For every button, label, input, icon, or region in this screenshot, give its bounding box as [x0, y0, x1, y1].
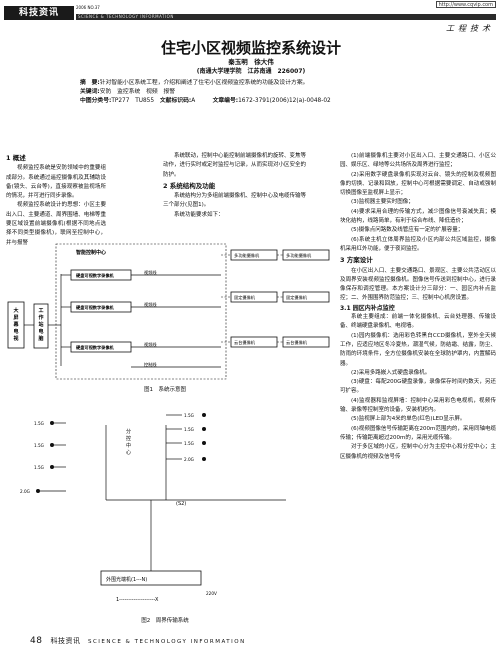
- big-screen-char-4: 视: [13, 335, 18, 342]
- left-node-dot: [50, 421, 54, 425]
- column-2: 系统联动，控制中心能控制前端摄像机的旋转、变焦等动作，进行实时或定时监控与记录，…: [163, 153, 307, 218]
- section-heading-3: 3 方案设计: [340, 256, 373, 265]
- right-node-label: 2.0G: [184, 457, 194, 462]
- left-node-label: 2.0G: [20, 489, 30, 494]
- outer-terminal-label: 外围光端机(1---N): [106, 576, 147, 583]
- section-heading-1: 1 概述: [6, 154, 26, 162]
- ws-char-4: 脑: [38, 335, 43, 342]
- left-node-label: 1.5G: [34, 465, 44, 470]
- left-nodes: 1.5G 1.5G 1.5G 2.0G: [20, 421, 66, 494]
- link-label: 视频线: [144, 341, 157, 348]
- footer-journal: 科技资讯: [50, 637, 81, 645]
- right-node-dot: [202, 427, 206, 431]
- cameras: 多功能摄像机多功能摄像机固定摄像机固定摄像机云台摄像机云台摄像机: [221, 249, 330, 348]
- camera-label: 云台摄像机: [234, 339, 256, 346]
- right-node-dot: [202, 413, 206, 417]
- workstation-pc: [33, 303, 49, 349]
- column-1: 1 概述 视频监控系统是安防领域中的重要组成部分。系统通过遥控摄像机及其辅助设备…: [6, 154, 106, 246]
- footer-journal-en: SCIENCE & TECHNOLOGY INFORMATION: [87, 639, 246, 645]
- big-screen-char-3: 电: [13, 328, 18, 335]
- sub-center-label: 分控中心: [126, 428, 131, 456]
- figure-2-caption: 图2 周界传输系统: [141, 618, 189, 624]
- source-url-stamp: http://www.cqvip.com: [435, 1, 496, 8]
- workstation-label: 工作站电脑: [38, 308, 43, 342]
- right-node-label: 1.5G: [184, 413, 194, 418]
- abstract-block: 摘 要:针对智能小区系统工程，介绍和阐述了住宅小区视频监控系统的功能及设计方案。…: [80, 80, 331, 104]
- voltage-label: 220V: [206, 591, 217, 596]
- recorder-label: 硬盘可视数字录像机: [76, 272, 115, 279]
- article-title: 住宅小区视频监控系统设计: [160, 39, 341, 57]
- link-label: 控制线: [144, 361, 157, 368]
- ws-char-1: 作: [38, 314, 43, 321]
- sc-char-1: 控: [126, 435, 131, 442]
- big-screen-char-1: 屏: [12, 314, 18, 321]
- article-affiliation: (南通大学理学院 江苏南通 226007): [196, 68, 306, 75]
- page-footer: 48 科技资讯 SCIENCE & TECHNOLOGY INFORMATION: [30, 636, 246, 646]
- link-label: 视频线: [144, 301, 157, 308]
- issue-number: 2006 NO.37: [76, 5, 100, 10]
- control-center-label: 智能控制中心: [76, 249, 106, 256]
- ws-char-0: 工: [38, 308, 43, 314]
- s2-label: (S2): [176, 501, 186, 507]
- figure-1-caption: 图1 系统示意图: [144, 387, 186, 393]
- camera-label: 固定摄像机: [286, 294, 308, 301]
- link-label: 视频线: [144, 269, 157, 276]
- sc-char-2: 中: [126, 442, 131, 449]
- column-name: 工程技术: [446, 24, 494, 33]
- ws-char-2: 站: [38, 321, 43, 328]
- recorder-label: 硬盘可视数字录像机: [76, 344, 115, 351]
- journal-logo: 科技资讯: [4, 6, 74, 20]
- left-node-dot: [36, 489, 40, 493]
- camera-box: [282, 291, 330, 303]
- page-number: 48: [30, 636, 43, 646]
- figure-2-perimeter-diagram: 1.5G 1.5G 1.5G 2.0G 1.5G 1.5G 1.5G 2.0G 分控中心 (…: [20, 413, 286, 603]
- right-node-label: 1.5G: [184, 441, 194, 446]
- left-node-label: 1.5G: [34, 443, 44, 448]
- sc-char-3: 心: [126, 449, 131, 456]
- recorder-label: 硬盘可视数字录像机: [76, 304, 115, 311]
- right-node-label: 1.5G: [184, 427, 194, 432]
- big-screen-char-0: 大: [13, 307, 18, 314]
- right-nodes: 1.5G 1.5G 1.5G 2.0G: [166, 413, 206, 462]
- right-node-dot: [202, 457, 206, 461]
- subsection-heading-3-1: 3.1 园区内补点监控: [340, 304, 395, 312]
- sc-char-0: 分: [126, 428, 131, 435]
- big-screen-label: 大屏幕电视: [12, 307, 19, 342]
- section-heading-2: 2 系统结构及功能: [163, 181, 216, 190]
- series-banner: SCIENCE & TECHNOLOGY INFORMATION: [76, 14, 496, 20]
- camera-box: [282, 336, 330, 348]
- column-3: (1)前端摄像机主要对小区出入口、主要交通路口、小区公园、娱乐区、绿地等公共场所…: [340, 153, 496, 460]
- big-screen-char-2: 幕: [12, 321, 19, 328]
- bottom-terminal-line: 1--------------------X: [116, 597, 159, 603]
- camera-box: [282, 249, 330, 261]
- camera-label: 多功能摄像机: [286, 252, 312, 259]
- left-node-dot: [50, 465, 54, 469]
- figure-1-system-diagram: 智能控制中心 大屏幕电视 工作站电脑 硬盘可视数字录像机硬盘可视数字录像机硬盘可…: [7, 243, 330, 380]
- left-node-dot: [50, 443, 54, 447]
- right-node-dot: [202, 441, 206, 445]
- camera-label: 云台摄像机: [286, 339, 308, 346]
- camera-label: 多功能摄像机: [234, 252, 260, 259]
- control-center-boundary: [55, 243, 227, 380]
- left-node-label: 1.5G: [34, 421, 44, 426]
- ws-char-3: 电: [38, 328, 43, 335]
- article-authors: 秦玉明 徐大伟: [228, 58, 274, 66]
- camera-label: 固定摄像机: [234, 294, 256, 301]
